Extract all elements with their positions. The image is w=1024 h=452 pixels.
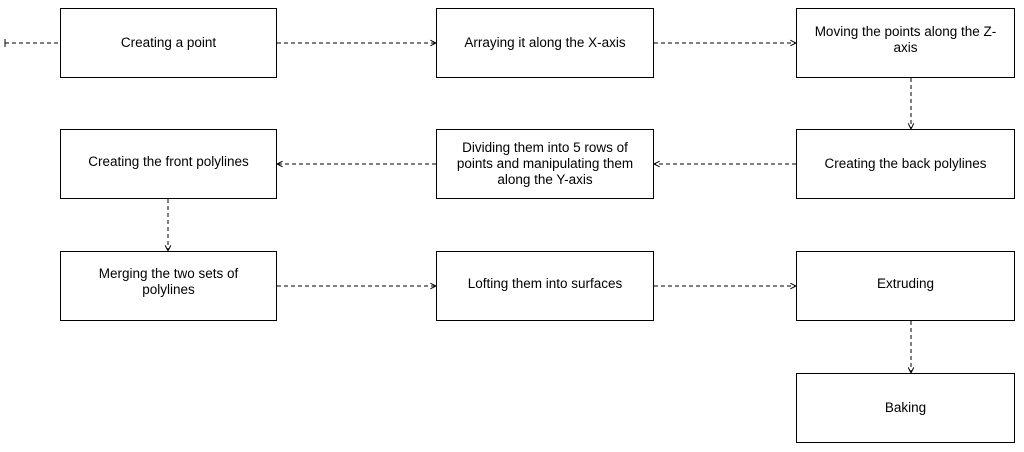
step-creating-a-point: Creating a point [60,8,277,78]
step-label: Creating a point [120,35,217,50]
step-merging-polylines: Merging the two sets of polylines [60,251,277,321]
step-creating-back-polylines: Creating the back polylines [796,129,1015,199]
step-label: Extruding [876,276,935,291]
step-extruding: Extruding [796,251,1015,321]
step-label: Lofting them into surfaces [467,276,623,291]
step-label: Arraying it along the X-axis [464,35,626,50]
step-moving-points-along-z-axis: Moving the points along the Z-axis [796,8,1015,78]
step-label: Baking [884,400,927,415]
step-arraying-along-x-axis: Arraying it along the X-axis [436,8,654,78]
step-dividing-into-rows: Dividing them into 5 rows of points and … [436,129,654,199]
step-baking: Baking [796,373,1015,443]
step-label: Dividing them into 5 rows of points and … [456,140,634,187]
step-label: Merging the two sets of polylines [98,266,239,297]
step-label: Moving the points along the Z-axis [814,24,997,55]
step-label: Creating the back polylines [824,156,987,171]
step-label: Creating the front polylines [88,154,249,169]
step-creating-front-polylines: Creating the front polylines [60,129,277,199]
step-lofting-into-surfaces: Lofting them into surfaces [436,251,654,321]
